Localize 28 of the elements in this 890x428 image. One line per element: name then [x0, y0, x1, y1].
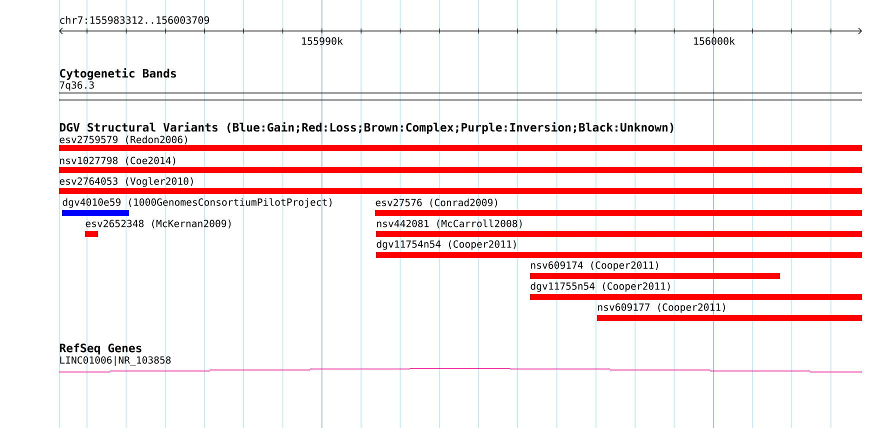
variant-bar: esv2759579 (Redon2006) [59, 136, 862, 151]
node-label: nsv442081 (McCarroll2008) [377, 220, 522, 228]
node-label: dgv4010e59 (1000GenomesConsortiumPilotProject) [62, 198, 332, 208]
track-heading: DGV Structural Variants (Blue:Gain;Red:Loss;Brown:Complex;Purple:Inversion;Black:Unknown) [60, 122, 674, 134]
node-label: esv27576 (Conrad2009) [376, 198, 498, 208]
node-label: esv2759579 (Redon2006) [60, 136, 187, 144]
position-label: chr7:155983312..156003709 [60, 16, 210, 24]
node-label: nsv609177 (Cooper2011) [598, 303, 725, 313]
tick-label: 156000k [694, 37, 735, 45]
node-label: dgv11755n54 (Cooper2011) [530, 282, 670, 292]
variant-bar: nsv1027798 (Coe2014) [59, 156, 862, 173]
variant-bar: esv27576 (Conrad2009) [375, 198, 862, 216]
variant-bar: nsv609177 (Cooper2011) [597, 303, 862, 321]
variant-bar: dgv11755n54 (Cooper2011) [530, 282, 862, 300]
node-label: nsv609174 (Cooper2011) [531, 261, 658, 271]
node-label: esv2764053 (Vogler2010) [60, 177, 193, 187]
gene-track: LINC01006|NR_103858 [58, 356, 862, 372]
variant-bar: esv2764053 (Vogler2010) [59, 177, 862, 194]
cytoband-track: 7q36.3 [58, 81, 862, 100]
node-label: nsv1027798 (Coe2014) [60, 156, 176, 166]
variant-bar: nsv442081 (McCarroll2008) [376, 220, 862, 237]
variant-bar: dgv11754n54 (Cooper2011) [376, 240, 862, 258]
variant-bar: esv2652348 (McKernan2009) [85, 220, 231, 237]
node-label: esv2652348 (McKernan2009) [86, 220, 231, 228]
variant-bar: dgv4010e59 (1000GenomesConsortiumPilotProject) [62, 198, 332, 216]
tick-label: 155990k [302, 37, 343, 45]
variant-bar: nsv609174 (Cooper2011) [530, 261, 780, 279]
node-label: dgv11754n54 (Cooper2011) [376, 240, 516, 250]
